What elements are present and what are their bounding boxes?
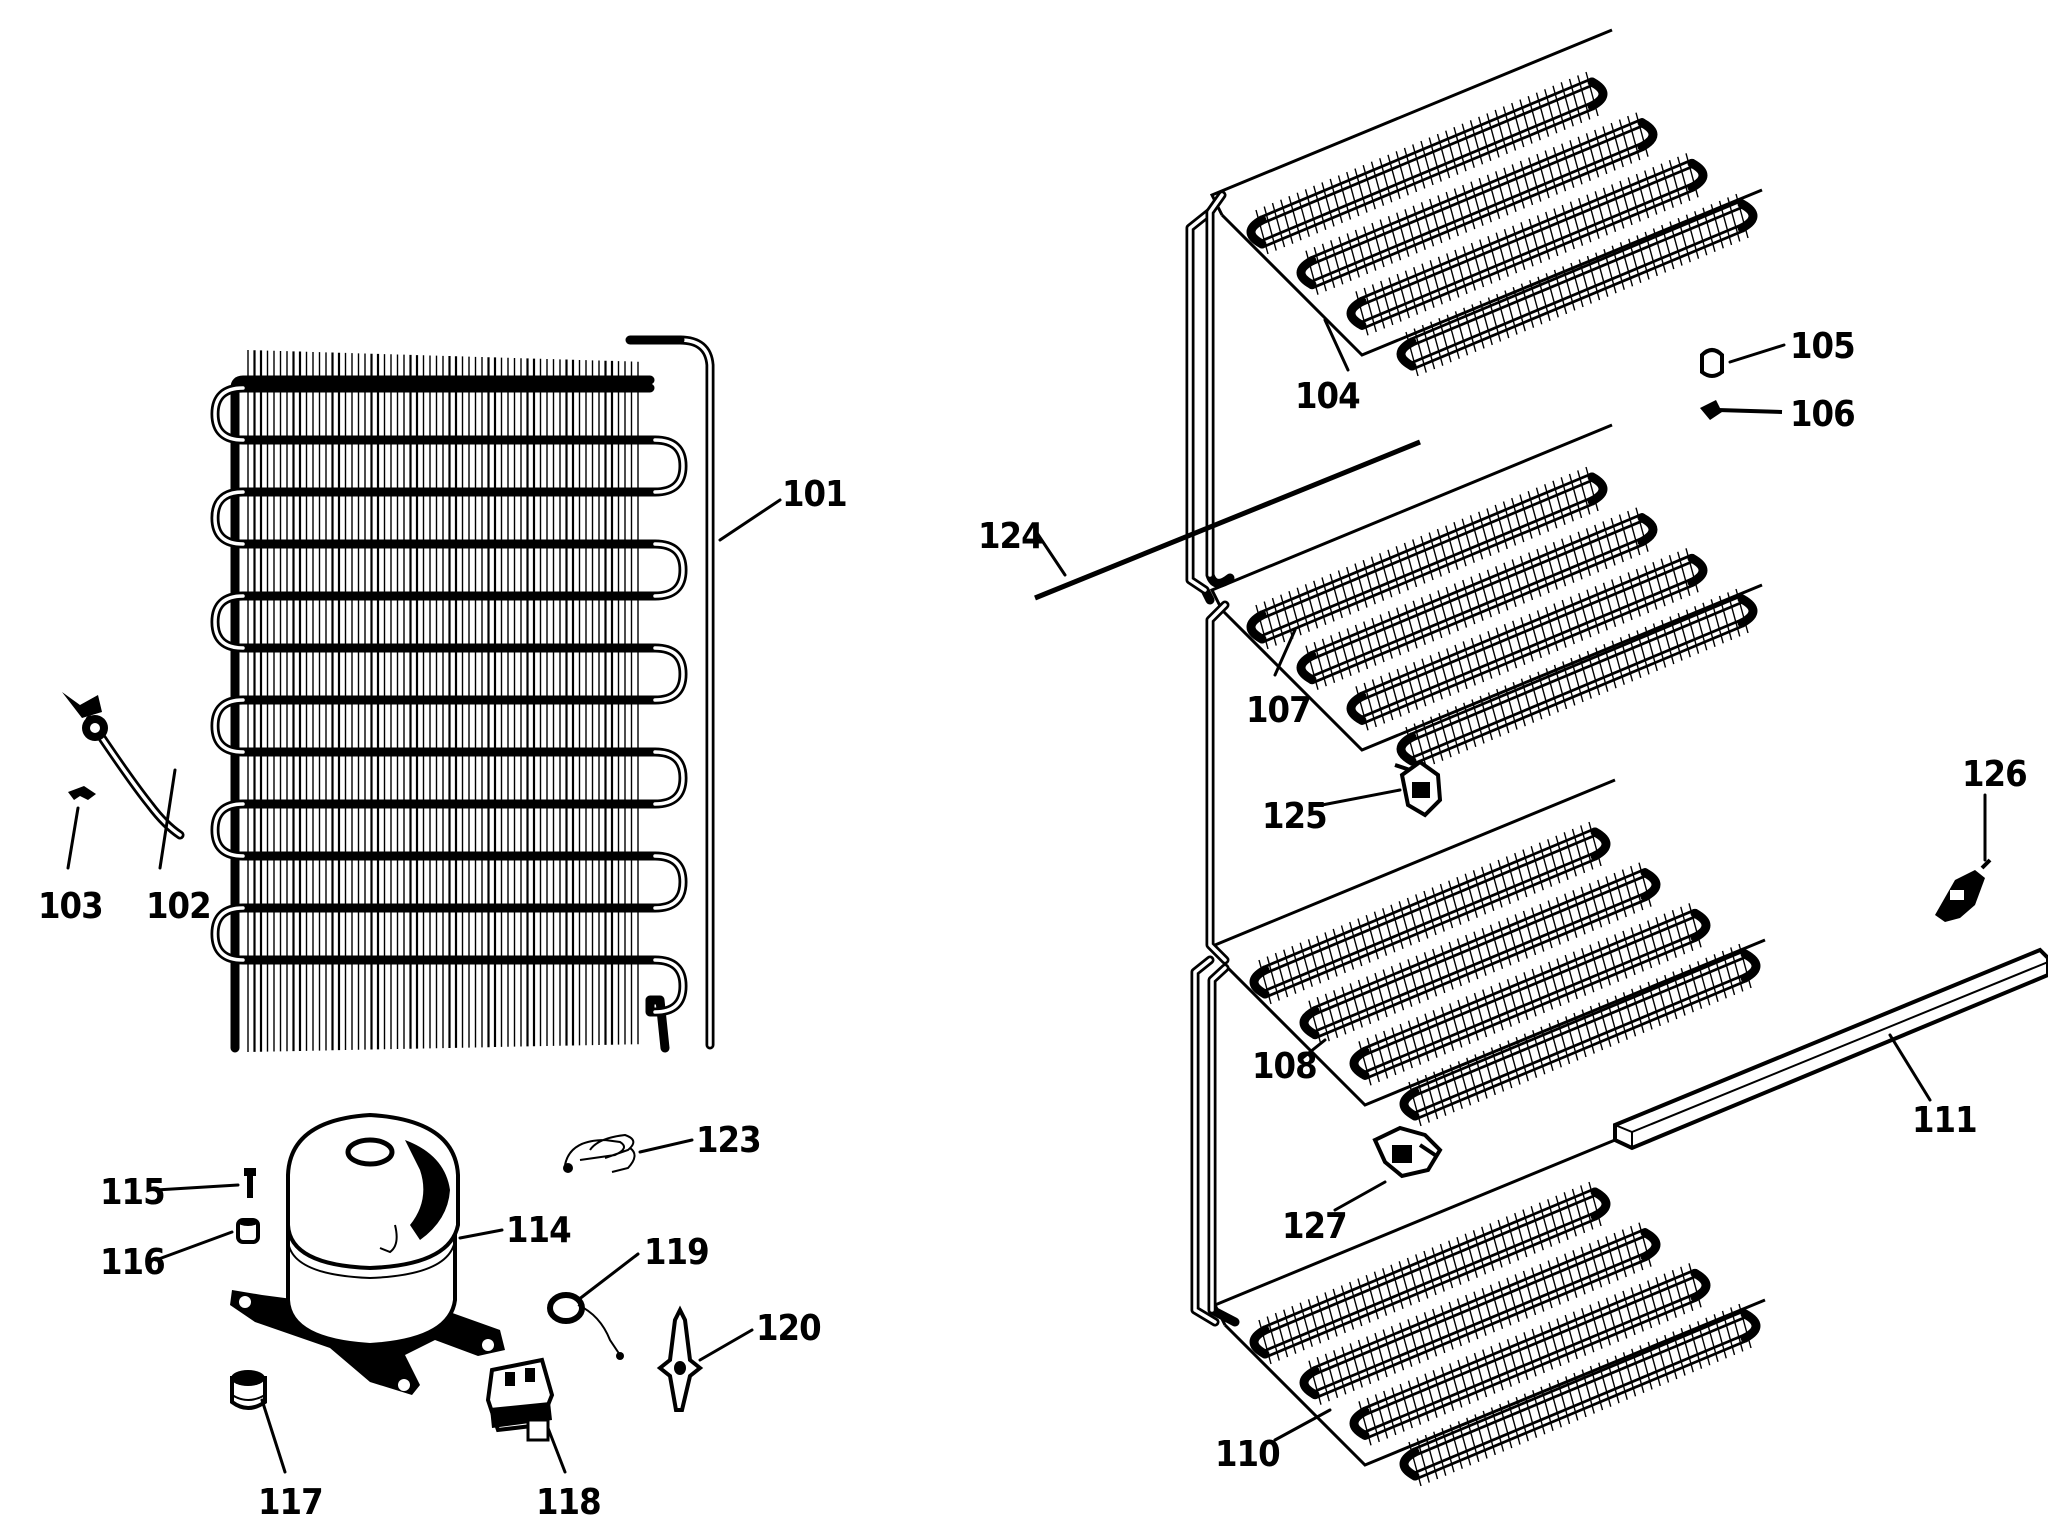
evaporator-frame-tubes [1185, 190, 1240, 1327]
label-110: 110 [1215, 1434, 1280, 1475]
part-number-labels: 101 102 103 104 105 106 107 108 110 111 … [38, 326, 2028, 1523]
drier-filter [62, 692, 185, 840]
grommet-part [236, 1218, 260, 1244]
label-103: 103 [38, 886, 103, 927]
overload-protector-part [547, 1292, 624, 1360]
shelf-clip-upper-part [1394, 759, 1443, 818]
latch-part [1935, 858, 1992, 922]
label-111: 111 [1912, 1100, 1977, 1141]
label-104: 104 [1295, 376, 1360, 417]
label-107: 107 [1246, 690, 1311, 731]
label-114: 114 [506, 1210, 571, 1251]
label-127: 127 [1282, 1206, 1347, 1247]
condenser-coil [210, 335, 715, 1053]
compressor [230, 1112, 505, 1395]
label-119: 119 [644, 1232, 709, 1273]
label-106: 106 [1790, 394, 1855, 435]
trim-strip-part [1613, 947, 2048, 1151]
grommet-large-part [230, 1370, 267, 1410]
label-126: 126 [1962, 754, 2027, 795]
evaporator-shelf [1209, 423, 1763, 772]
label-117: 117 [258, 1482, 323, 1523]
label-125: 125 [1262, 796, 1327, 837]
evaporator-shelf [1209, 28, 1763, 377]
bolt-part [244, 1168, 256, 1198]
label-123: 123 [696, 1120, 761, 1161]
screw-part [1700, 400, 1783, 420]
label-105: 105 [1790, 326, 1855, 367]
evaporator-shelf [1212, 1138, 1766, 1487]
wire-clip-part [563, 1133, 636, 1173]
label-118: 118 [536, 1482, 601, 1523]
cap-part [1700, 348, 1724, 378]
label-115: 115 [100, 1172, 165, 1213]
evaporator-shelf [1212, 778, 1766, 1127]
shelf-clip-lower-part [1372, 1125, 1443, 1179]
relay-part [485, 1357, 555, 1442]
label-108: 108 [1252, 1046, 1317, 1087]
heater-rod-part [1034, 439, 1421, 601]
bracket-part [656, 1305, 704, 1412]
evaporator-shelves [1209, 28, 1766, 1487]
label-116: 116 [100, 1242, 165, 1283]
label-124: 124 [978, 516, 1043, 557]
label-120: 120 [756, 1308, 821, 1349]
label-101: 101 [782, 474, 847, 515]
clip-part [68, 786, 96, 800]
label-102: 102 [146, 886, 211, 927]
leader-lines [66, 318, 1987, 1474]
